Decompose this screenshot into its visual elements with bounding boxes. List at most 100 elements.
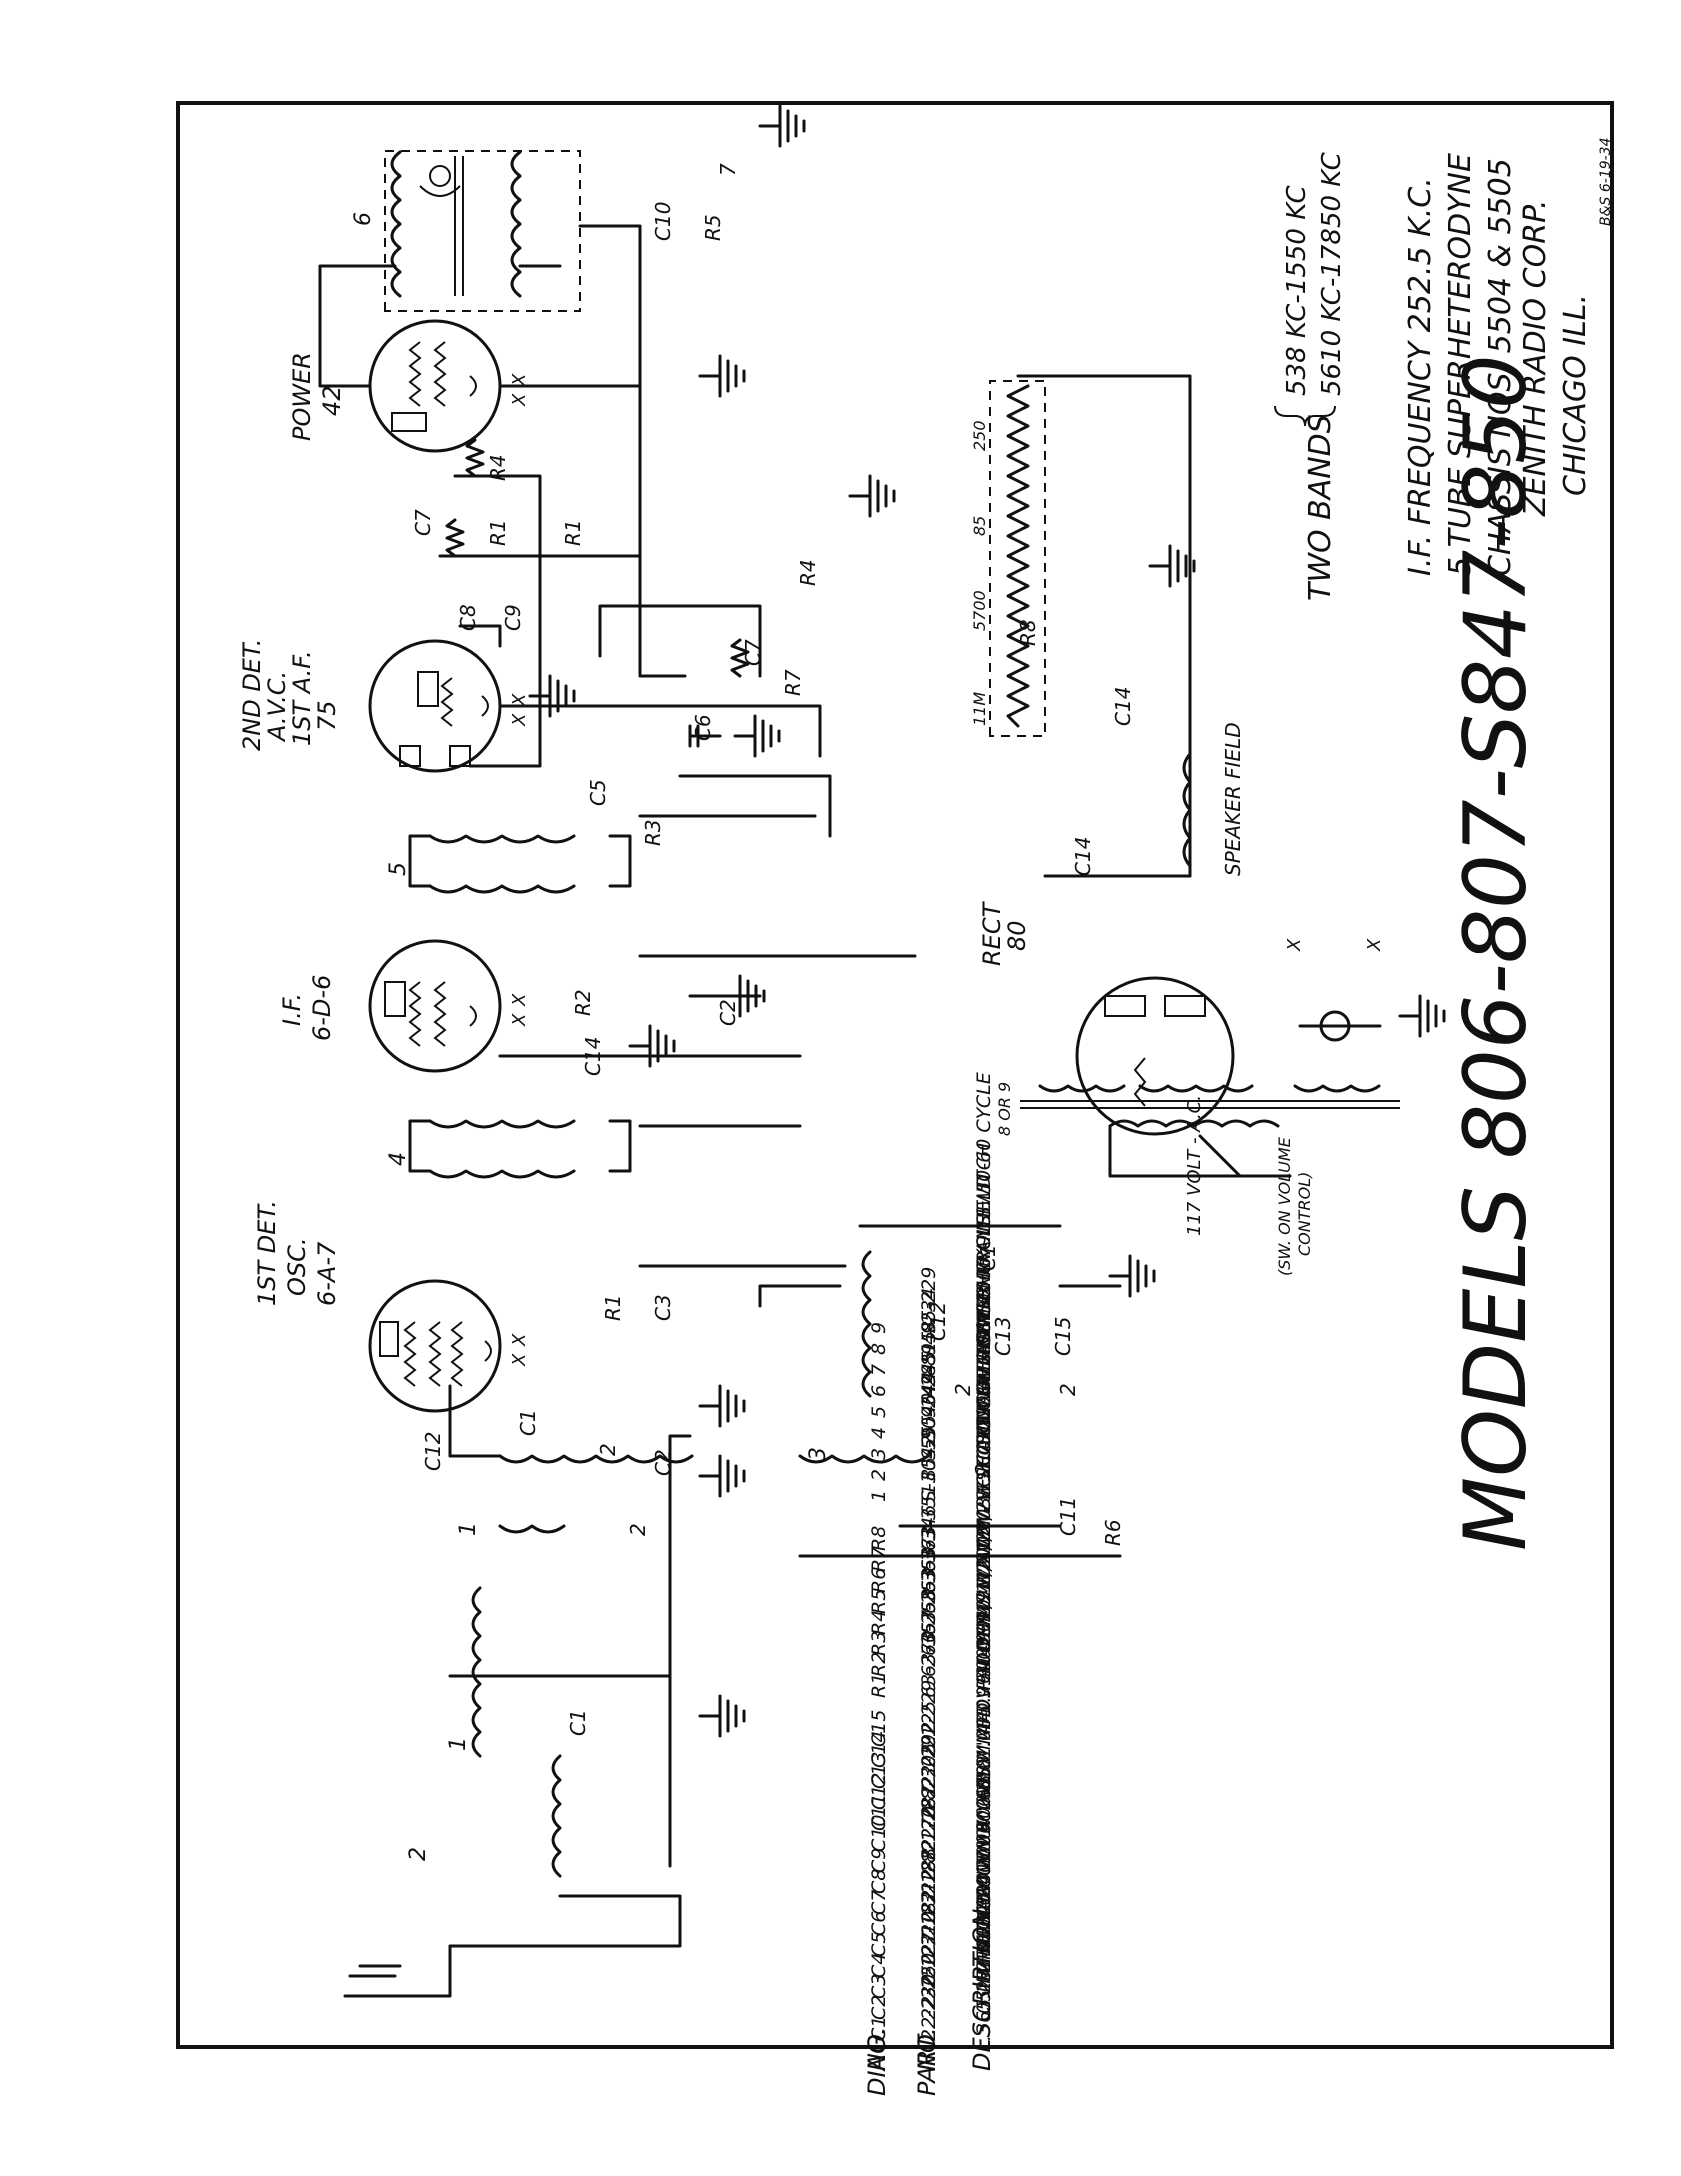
band-1-text: 538 KC-1550 KC xyxy=(1282,184,1312,396)
label-switch-2d: 2 xyxy=(1056,1383,1080,1396)
heater-x-1: X xyxy=(509,393,530,407)
parts-resistors-row-3-col-0: R4 xyxy=(868,1610,890,1635)
switch-note-2: CONTROL) xyxy=(1295,1172,1314,1256)
candohm-tap-5700: 5700 xyxy=(970,590,989,631)
parts-capacitors-row-14-col-2: .005 " 600V xyxy=(973,1633,995,1747)
bands-brace xyxy=(1274,405,1336,427)
parts-coils-row-3-col-0: 4 xyxy=(868,1427,890,1439)
parts-resistors-row-4-col-2: 19M " 1/2W xyxy=(973,1502,995,1614)
heater-x-7: X xyxy=(509,1353,530,1367)
parts-capacitors-row-13-col-2: 8 " 440V xyxy=(973,1684,995,1768)
label-c8: C8 xyxy=(456,604,480,631)
det2-tube-label-4: 75 xyxy=(313,700,341,731)
parts-coils-row-7-col-1: 95-234 xyxy=(918,1288,940,1355)
parts-resistors-row-2-col-0: R3 xyxy=(868,1631,890,1656)
parts-coils-row-8-col-0: 9 xyxy=(868,1322,890,1334)
antenna-switch-number: 2 xyxy=(406,1847,431,1861)
parts-coils-row-1-col-2: SHORT WAVE SWITCH xyxy=(973,1272,995,1481)
rect-tube xyxy=(1075,976,1235,1136)
label-c2b: C2 xyxy=(651,1449,675,1476)
parts-capacitors-row-10-col-2: " .003 xyxy=(973,1774,995,1831)
parts-coils-row-2-col-2: OSC. COIL ASSEM. xyxy=(973,1286,995,1460)
parts-resistors-row-7-col-1: 63-351 xyxy=(918,1484,940,1551)
parts-resistors-row-0-col-2: 99M OHMS 1/2W xyxy=(973,1537,995,1698)
parts-capacitors-row-8-col-2: .1 " 600V xyxy=(973,1783,995,1873)
parts-resistors-row-0-col-0: R1 xyxy=(868,1673,890,1698)
if-tube-label-1: I.F. xyxy=(278,993,306,1026)
rect-tube-label-2: 80 xyxy=(1003,920,1031,951)
parts-capacitors-row-14-col-1: 22-229 xyxy=(918,1680,940,1747)
wiring: 5 4 11M 5700 85 250 SPEAKER FIELD xyxy=(318,224,1400,1998)
det1-tube-label-2: OSC. xyxy=(283,1237,311,1296)
parts-capacitors-row-13-col-1: 22-125 xyxy=(918,1701,940,1768)
heater-x-5: X xyxy=(509,1013,530,1027)
label-r1a: R1 xyxy=(486,519,510,546)
label-7: 7 xyxy=(716,163,740,176)
det2-tube-label-1: 2ND DET. xyxy=(238,639,266,751)
if-transformer-2-number: 5 xyxy=(386,862,411,876)
heater-x-9: X xyxy=(1284,938,1305,952)
parts-capacitors-row-12-col-2: .001 MFD. xyxy=(973,1693,995,1789)
parts-resistors-row-5-col-0: R6 xyxy=(868,1568,890,1593)
parts-coils-row-5-col-2: SPEAKER 1000 ~ FIELD xyxy=(973,1175,995,1397)
det1-tube-label-1: 1ST DET. xyxy=(253,1200,281,1306)
heater-x-4: X xyxy=(509,693,530,707)
parts-capacitors-row-5-col-2: .01 " 400V xyxy=(973,1834,995,1936)
parts-resistors-row-3-col-1: 63-253 xyxy=(918,1568,940,1635)
parts-capacitors-row-5-col-1: 22-312 xyxy=(918,1869,940,1936)
label-c6: C6 xyxy=(691,714,715,741)
parts-resistors-row-4-col-0: R5 xyxy=(868,1589,890,1614)
parts-coils-row-0-col-1: S-3042 xyxy=(918,1435,940,1502)
label-r2: R2 xyxy=(571,989,595,1016)
label-c14b: C14 xyxy=(1071,837,1095,876)
parts-coils-row-7-col-0: 8 xyxy=(868,1343,890,1355)
label-c1a: C1 xyxy=(976,1244,1000,1271)
parts-coils-row-3-col-1: 95-244 xyxy=(918,1372,940,1439)
selector-coil-number-b: 1 xyxy=(446,1737,471,1751)
city-text: CHICAGO ILL. xyxy=(1558,294,1593,496)
parts-coils-row-1-col-0: 2 xyxy=(868,1469,890,1481)
parts-capacitors-row-7-col-0: C8 xyxy=(868,1869,890,1894)
tube-labels: POWER 42 2ND DET. A.V.C. 1ST A.F. 75 I.F… xyxy=(238,352,1031,1306)
parts-resistors-row-5-col-1: 63-373 xyxy=(918,1526,940,1593)
det1-tube-label-3: 6-A-7 xyxy=(313,1241,341,1306)
parts-coils-row-4-col-1: 95-245 xyxy=(918,1351,940,1418)
parts-head-no1: NO. xyxy=(863,2028,891,2072)
parts-capacitors-row-12-col-1: 22-292 xyxy=(918,1722,940,1789)
label-c2a: C2 xyxy=(716,999,740,1026)
label-c1c: C1 xyxy=(566,1709,590,1736)
parts-resistors-row-6-col-1: 63-346 xyxy=(918,1505,940,1572)
parts-capacitors-row-4-col-2: .00025 " 200V xyxy=(973,1818,995,1957)
label-c3: C3 xyxy=(651,1294,675,1321)
det2-tube-label-2: A.V.C. xyxy=(263,671,291,743)
parts-coils-row-6-col-0: 7 xyxy=(868,1364,890,1376)
parts-capacitors-row-14-col-0: C15 xyxy=(868,1710,890,1747)
parts-resistors-row-1-col-0: R2 xyxy=(868,1652,890,1677)
parts-capacitors-row-3-col-0: C4 xyxy=(868,1953,890,1978)
label-c13: C13 xyxy=(991,1317,1015,1356)
parts-capacitors-row-9-col-2: .03 " 600V xyxy=(973,1750,995,1852)
parts-capacitors-row-6-col-0: C7 xyxy=(868,1890,890,1915)
parts-capacitors-row-1-col-1: 22-250 xyxy=(918,1953,940,2020)
label-r5: R5 xyxy=(701,214,725,241)
output-transformer: 6 xyxy=(351,150,581,312)
rect-tube-label-1: RECT xyxy=(978,900,1006,966)
label-r4b: R4 xyxy=(796,559,820,586)
parts-capacitors-row-2-col-0: C3 xyxy=(868,1974,890,1999)
heater-marks: X X X X X X X X X X xyxy=(509,373,1385,1367)
parts-coils-row-8-col-1: 95-229 xyxy=(918,1267,940,1334)
parts-capacitors-row-8-col-0: C9 xyxy=(868,1848,890,1873)
parts-head-diag: DIAG xyxy=(863,2035,891,2096)
parts-capacitors-row-0-col-1: 22-230 xyxy=(918,1974,940,2041)
label-switch-2a: 2 xyxy=(596,1443,620,1456)
parts-capacitors-row-12-col-0: C13 xyxy=(868,1752,890,1789)
parts-resistors-row-6-col-2: 200M - VOL. CON. xyxy=(973,1401,995,1572)
parts-coils-row-0-col-0: 1 xyxy=(868,1490,890,1502)
ground-symbols xyxy=(528,104,1446,1738)
parts-coils-row-1-col-1: 85-55 xyxy=(918,1426,940,1481)
parts-capacitors-row-3-col-1: 22-310 xyxy=(918,1911,940,1978)
parts-capacitors-row-7-col-2: .001 " 400V xyxy=(973,1780,995,1894)
